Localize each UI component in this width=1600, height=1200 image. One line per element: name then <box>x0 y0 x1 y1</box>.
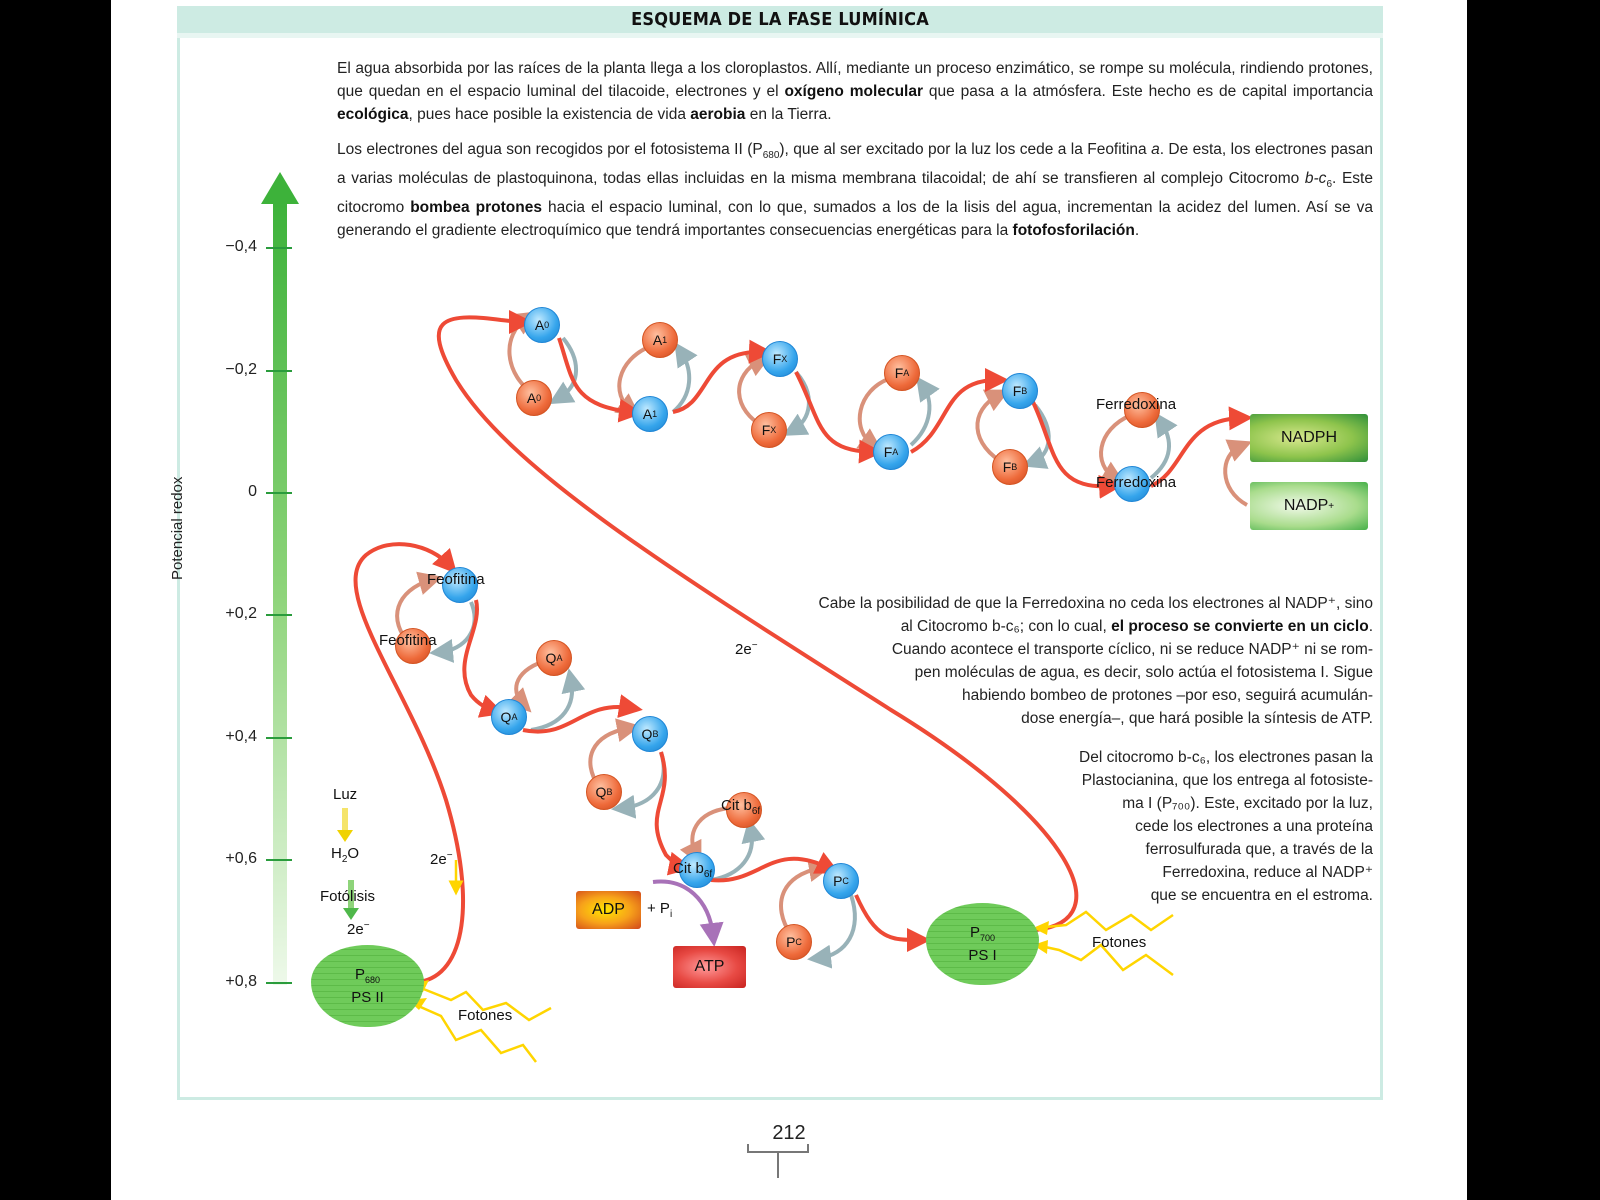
text-line: ma I (P₇₀₀). Este, excitado por la luz, <box>1122 795 1373 812</box>
ferredoxin-label: Ferredoxina <box>1096 474 1177 491</box>
photons-label: Fotones <box>458 1007 513 1024</box>
text-line: dose energía–, que hará posible la sínte… <box>1021 710 1373 727</box>
tick-label: +0,4 <box>225 728 257 745</box>
atp-box: ATP <box>673 946 746 988</box>
redox-axis-arrow <box>261 172 299 985</box>
two-electrons-label: 2e− <box>735 640 758 658</box>
text-line: ferrosulfurada que, a través de la <box>1145 841 1373 858</box>
content-frame <box>177 6 1383 1100</box>
page-number: 212 <box>772 1122 806 1144</box>
text-line: habiendo bombeo de protones –por eso, se… <box>961 687 1373 704</box>
text-line: Del citocromo b-c₆, los electrones pasan… <box>1079 749 1373 766</box>
text-line: Cabe la posibilidad de que la Ferredoxin… <box>818 595 1373 612</box>
ps2-name-label: PS II <box>351 988 384 1006</box>
photons-label: Fotones <box>1092 934 1147 951</box>
ps2-p680-label: P680 <box>354 965 381 985</box>
cytochrome-oxidized-node <box>726 792 762 828</box>
diagram-lines <box>261 172 1253 1063</box>
tick-label: 0 <box>248 483 257 500</box>
pheophytin-oxidized-node <box>395 628 431 664</box>
ferredoxin-label: Ferredoxina <box>1096 396 1177 413</box>
ferredoxin-reduced-node <box>1114 466 1150 502</box>
text-line: al Citocromo b-c₆; con lo cual, el proce… <box>900 618 1373 635</box>
text-line: pen moléculas de agua, es decir, solo ac… <box>914 664 1373 681</box>
plastocyanin-paragraph: Del citocromo b-c₆, los electrones pasan… <box>1001 746 1373 907</box>
axis-title: Potencial redox <box>169 476 186 580</box>
text-line: Cuando acontece el transporte cíclico, n… <box>891 641 1373 658</box>
cytochrome-label: Cit b6f <box>673 860 713 880</box>
photolysis-label: Fotólisis <box>320 888 376 905</box>
intro-paragraph-water: El agua absorbida por las raíces de la p… <box>337 60 1373 123</box>
text-line: cede los electrones a una proteína <box>1135 818 1373 835</box>
text-line: Plastocianina, que los entrega al fotosi… <box>1081 772 1373 789</box>
adp-box: ADP <box>576 891 641 929</box>
page-title: ESQUEMA DE LA FASE LUMÍNICA <box>631 9 929 30</box>
book-page: ESQUEMA DE LA FASE LUMÍNICA El agua abso… <box>111 0 1467 1200</box>
cytochrome-label: Cit b6f <box>721 797 761 817</box>
ferredoxin-oxidized-node <box>1124 392 1160 428</box>
two-electrons-label: 2e− <box>347 920 370 938</box>
tick-label: +0,2 <box>225 605 257 622</box>
tick-label: −0,2 <box>225 361 257 378</box>
pheophytin-label: Feofitina <box>379 632 437 649</box>
cyclic-transport-paragraph: Cabe la posibilidad de que la Ferredoxin… <box>751 592 1373 730</box>
photosystem-i: P700 PS I <box>926 903 1039 985</box>
nadph-box: NADPH <box>1250 414 1368 462</box>
tick-label: −0,4 <box>225 238 257 255</box>
tick-label: +0,8 <box>225 973 257 990</box>
cytochrome-reduced-node <box>679 852 715 888</box>
text-line: que se encuentra en el estroma. <box>1150 887 1373 904</box>
text-line: Ferredoxina, reduce al NADP⁺ <box>1162 864 1373 881</box>
ps1-p700-label: P700 <box>969 923 996 943</box>
ps1-name-label: PS I <box>968 946 997 964</box>
two-electrons-label: 2e− <box>430 850 453 868</box>
title-shadow <box>177 33 1383 38</box>
light-label: Luz <box>333 786 358 803</box>
plus-phosphate-label: + Pi <box>647 900 673 920</box>
pheophytin-reduced-node <box>442 567 478 603</box>
pheophytin-label: Feofitina <box>427 571 485 588</box>
intro-paragraph-electrons: Los electrones del agua son recogidos po… <box>337 141 1373 240</box>
tick-label: +0,6 <box>225 850 257 867</box>
photosystem-ii: P680 PS II <box>311 945 424 1027</box>
title-bar: ESQUEMA DE LA FASE LUMÍNICA <box>177 6 1383 33</box>
nadp-box: NADP+ <box>1250 482 1368 530</box>
water-label: H2O <box>331 845 360 865</box>
